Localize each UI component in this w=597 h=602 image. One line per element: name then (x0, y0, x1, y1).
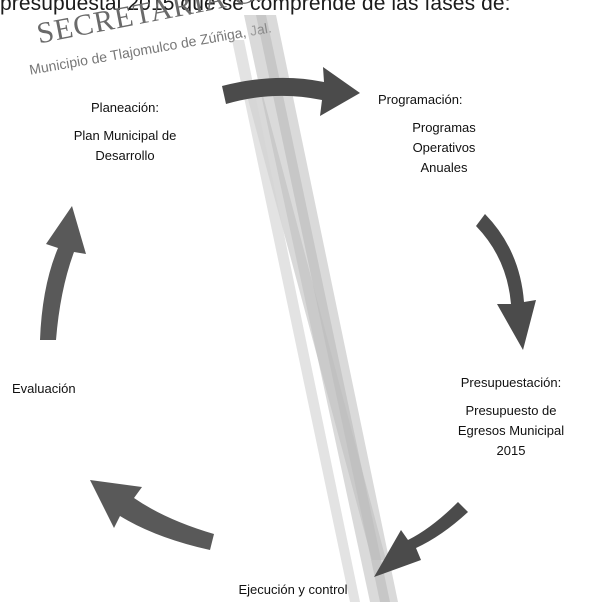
scan-artifact-stripe (232, 15, 398, 602)
phase-presupuestacion: Presupuestación: Presupuesto de Egresos … (436, 373, 586, 461)
phase-planeacion-detail: Plan Municipal de Desarrollo (73, 128, 177, 163)
arrow-ejecucion-to-evaluacion (90, 480, 214, 550)
arrow-programacion-to-presupuestacion (476, 214, 536, 350)
page-text-line: presupuestal 2015 que se comprende de la… (0, 0, 511, 15)
arrow-presupuestacion-to-ejecucion (374, 502, 468, 577)
phase-presupuestacion-heading: Presupuestación: (460, 375, 562, 390)
phase-evaluacion-heading: Evaluación (12, 381, 76, 396)
phase-planeacion-heading: Planeación: (91, 100, 159, 115)
arrow-evaluacion-to-planeacion (40, 206, 86, 340)
arrow-planeacion-to-programacion (222, 67, 360, 116)
phase-programacion-detail: Programas Operativos Anuales (412, 120, 476, 175)
phase-evaluacion: Evaluación (12, 379, 112, 407)
phase-planeacion: Planeación: Plan Municipal de Desarrollo (60, 98, 190, 166)
phase-programacion-heading: Programación: (378, 92, 463, 107)
phase-ejecucion-heading: Ejecución y control (238, 582, 348, 597)
phase-programacion: Programación: Programas Operativos Anual… (378, 90, 498, 178)
phase-ejecucion: Ejecución y control (228, 580, 358, 602)
phase-presupuestacion-detail: Presupuesto de Egresos Municipal 2015 (457, 403, 565, 458)
